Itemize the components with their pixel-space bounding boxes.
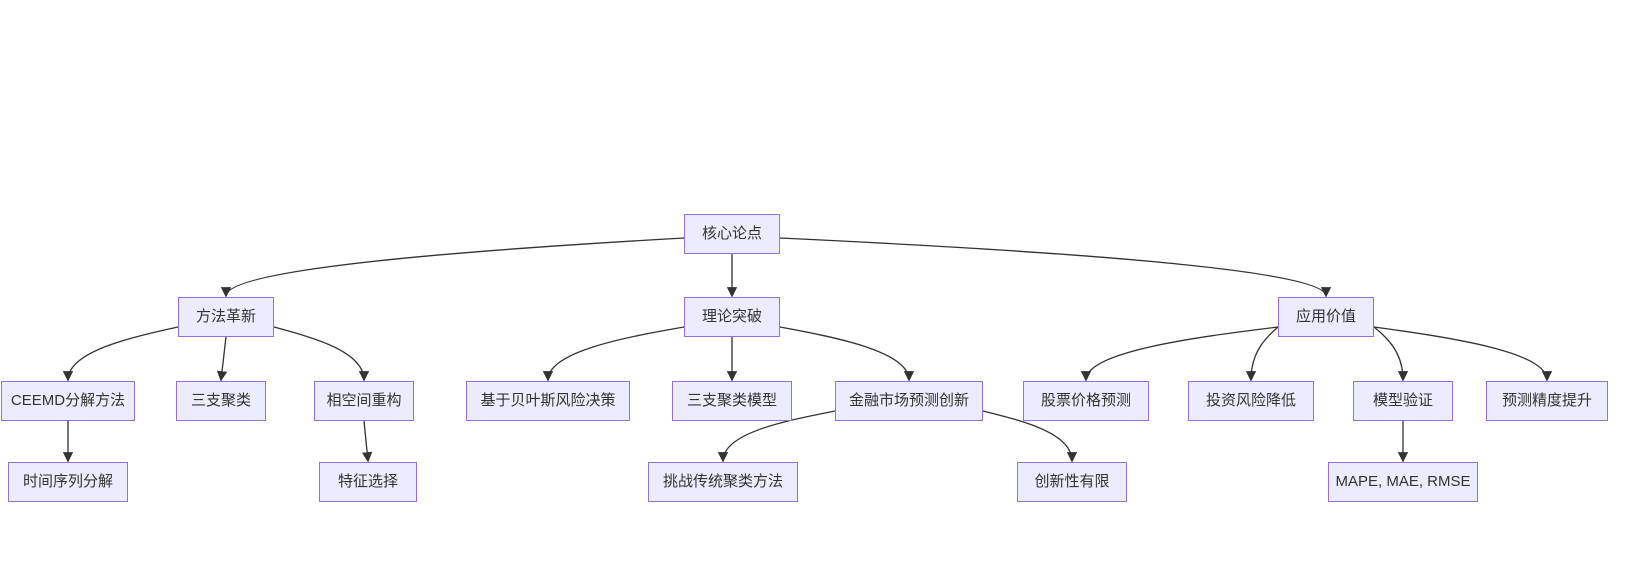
node-accuracy-gain: 预测精度提升	[1486, 381, 1608, 421]
node-root: 核心论点	[684, 214, 780, 254]
node-ceemd: CEEMD分解方法	[1, 381, 135, 421]
node-bayes-decision: 基于贝叶斯风险决策	[466, 381, 630, 421]
node-method: 方法革新	[178, 297, 274, 337]
node-model-validation: 模型验证	[1353, 381, 1453, 421]
node-feature-selection: 特征选择	[319, 462, 417, 502]
node-limited-novelty: 创新性有限	[1017, 462, 1127, 502]
node-phase-space: 相空间重构	[314, 381, 414, 421]
node-twc-model: 三支聚类模型	[672, 381, 792, 421]
node-stock-prediction: 股票价格预测	[1023, 381, 1149, 421]
node-finance-innovation: 金融市场预测创新	[835, 381, 983, 421]
node-risk-reduction: 投资风险降低	[1188, 381, 1314, 421]
node-challenge-cluster: 挑战传统聚类方法	[648, 462, 798, 502]
node-three-way-cluster: 三支聚类	[176, 381, 266, 421]
node-application: 应用价值	[1278, 297, 1374, 337]
node-theory: 理论突破	[684, 297, 780, 337]
node-metrics: MAPE, MAE, RMSE	[1328, 462, 1478, 502]
node-ts-decomposition: 时间序列分解	[8, 462, 128, 502]
